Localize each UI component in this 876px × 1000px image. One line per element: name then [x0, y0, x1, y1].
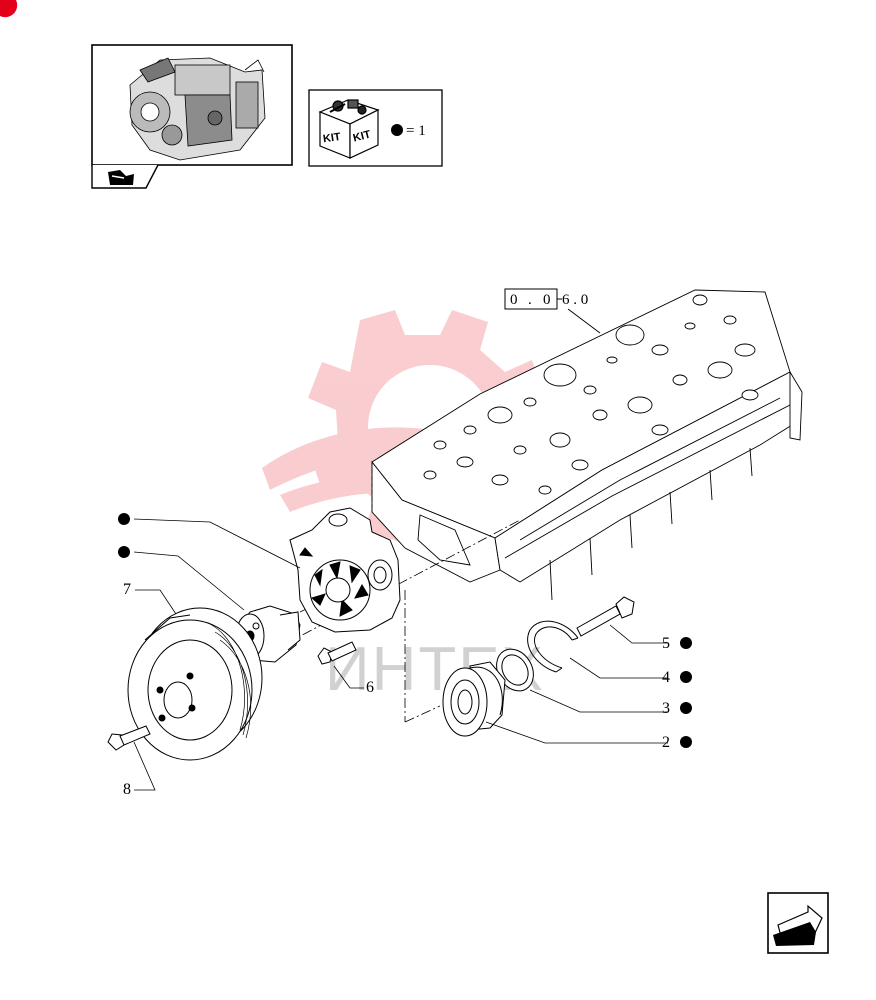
svg-text:.: . [528, 292, 532, 308]
callout-2: 2 [662, 734, 670, 751]
kit-legend-text: = 1 [406, 123, 426, 139]
bolt-6 [317, 641, 357, 665]
kit-icon [318, 99, 380, 159]
svg-text:0: 0 [510, 292, 518, 308]
kit-label-right: KIT [352, 128, 372, 144]
callout-5: 5 [662, 635, 670, 652]
snap-ring-4 [527, 620, 579, 673]
kit-dot-icon [118, 546, 130, 558]
callout-4: 4 [662, 669, 670, 686]
corner-mark [0, 0, 18, 18]
water-pump-housing [289, 507, 401, 633]
callout-3: 3 [662, 700, 670, 717]
cylinder-head [371, 289, 803, 601]
kit-dot-icon [680, 637, 692, 649]
callout-6: 6 [366, 679, 374, 696]
bearing-2 [442, 661, 506, 737]
bolt-5 [576, 596, 635, 637]
kit-legend-box: KIT KIT = 1 [308, 89, 443, 167]
kit-label-left: KIT [322, 131, 341, 145]
callout-8: 8 [123, 781, 131, 798]
kit-dot-icon [118, 513, 130, 525]
engine-thumbnail [91, 44, 293, 189]
svg-text:0: 0 [543, 292, 551, 308]
callout-7: 7 [123, 581, 131, 598]
bolt-8 [107, 725, 151, 751]
seal-3 [496, 648, 534, 692]
kit-dot-icon [680, 671, 692, 683]
kit-dot-icon [391, 124, 403, 136]
reference-label: 0 . 0 6 . 0 [504, 288, 601, 334]
kit-dot-icon [680, 736, 692, 748]
leader-lines [133, 518, 668, 791]
back-arrow-icon [108, 170, 134, 185]
svg-text:6 . 0: 6 . 0 [562, 292, 588, 308]
pulley [127, 607, 263, 761]
kit-dot-icon [680, 702, 692, 714]
callouts: 7 6 8 5 4 3 2 [118, 513, 692, 798]
next-page-arrow-icon[interactable] [767, 892, 829, 954]
